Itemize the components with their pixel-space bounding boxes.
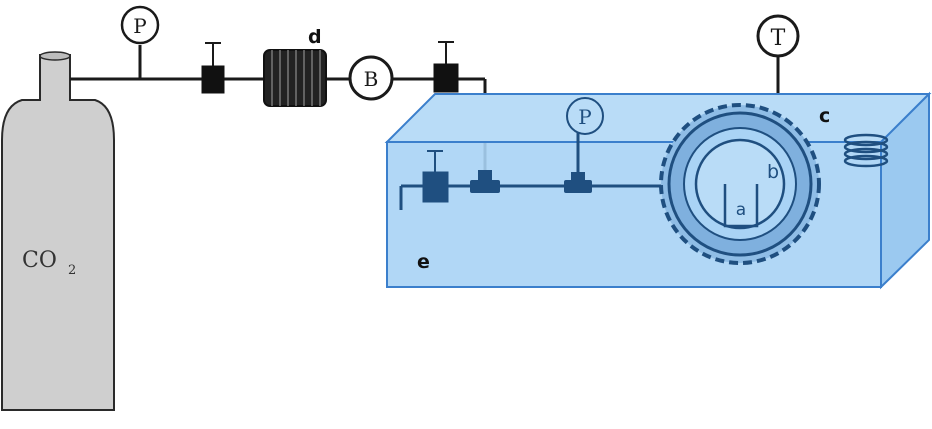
sample-cup-a	[723, 184, 759, 228]
reaction-vessel-b	[659, 103, 821, 265]
coil-c-label: c	[819, 105, 830, 127]
cup-a-label: a	[736, 200, 746, 220]
thermometer-label: T	[771, 26, 786, 51]
cylinder-label: CO	[22, 248, 57, 273]
cylinder-label-subscript: 2	[68, 263, 76, 278]
pressure-gauge-top-label: P	[133, 14, 146, 38]
pressure-gauge-top	[120, 5, 160, 79]
water-bath-tank	[384, 91, 932, 290]
vessel-b-label: b	[767, 161, 779, 183]
tee-fitting-1	[470, 170, 500, 193]
tee-fitting-2	[564, 172, 592, 193]
coil-d-label: d	[308, 26, 322, 48]
co2-cylinder	[1, 51, 115, 411]
coil-c-submerged	[843, 133, 889, 168]
booster-b	[348, 55, 394, 101]
booster-b-label: B	[364, 67, 379, 91]
valve-2	[433, 41, 459, 93]
thermometer	[756, 14, 800, 128]
valve-3	[422, 150, 449, 203]
pressure-gauge-tank	[566, 97, 604, 135]
tank-e-label: e	[417, 251, 430, 273]
coil-d	[263, 49, 327, 107]
pressure-gauge-tank-label: P	[578, 105, 591, 129]
valve-1	[201, 42, 225, 94]
